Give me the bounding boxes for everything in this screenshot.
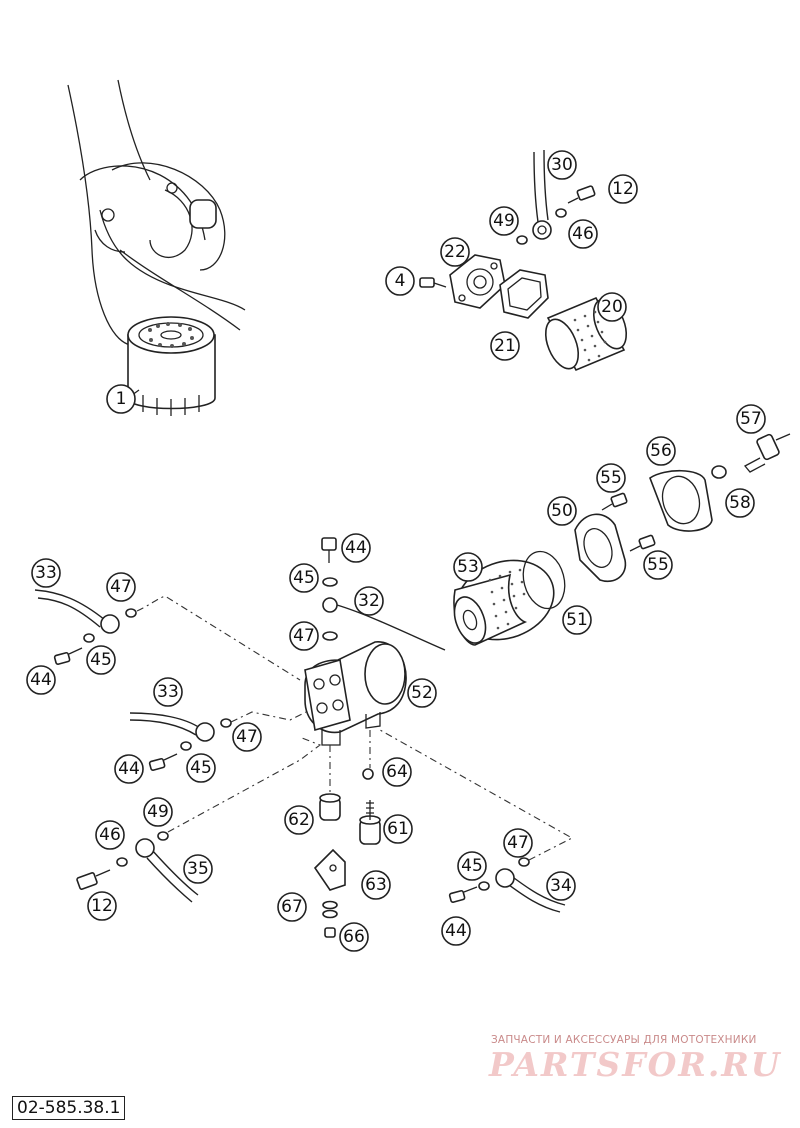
svg-text:64: 64 (386, 762, 408, 782)
svg-text:47: 47 (236, 727, 258, 747)
callout-62: 62 (284, 805, 314, 835)
svg-text:66: 66 (343, 927, 365, 947)
svg-text:44: 44 (118, 759, 140, 779)
svg-text:12: 12 (91, 896, 113, 916)
svg-text:33: 33 (157, 682, 179, 702)
svg-text:44: 44 (445, 921, 467, 941)
svg-text:34: 34 (550, 876, 572, 896)
assembly-lines (136, 595, 574, 861)
svg-text:33: 33 (35, 563, 57, 583)
callout-46-bottom: 46 (95, 820, 125, 850)
callout-44-top-left: 44 (26, 665, 56, 695)
oil-filter-part-1 (127, 316, 216, 416)
callout-44-middle: 44 (114, 754, 144, 784)
callout-47-center: 47 (289, 621, 319, 651)
watermark-tagline: ЗАПЧАСТИ И АКСЕССУАРЫ ДЛЯ МОТОТЕХНИКИ (491, 1034, 757, 1046)
svg-text:47: 47 (507, 833, 529, 853)
svg-text:56: 56 (650, 441, 672, 461)
callout-47-right: 47 (503, 828, 533, 858)
callout-66: 66 (339, 922, 369, 952)
callout-67: 67 (277, 892, 307, 922)
callout-61: 61 (383, 814, 413, 844)
callout-47-middle: 47 (232, 722, 262, 752)
callout-45-right: 45 (457, 851, 487, 881)
svg-text:1: 1 (116, 389, 127, 409)
svg-text:57: 57 (740, 409, 762, 429)
svg-text:55: 55 (647, 555, 669, 575)
svg-text:32: 32 (358, 591, 380, 611)
callout-35: 35 (183, 854, 213, 884)
watermark-logo: PARTSFOR.RU (489, 1045, 782, 1084)
mounting-hardware (313, 768, 381, 938)
callout-30: 30 (547, 150, 577, 180)
callout-4: 4 (385, 266, 415, 296)
svg-text:4: 4 (395, 271, 406, 291)
svg-text:49: 49 (493, 211, 515, 231)
svg-text:22: 22 (444, 242, 466, 262)
svg-text:45: 45 (461, 856, 483, 876)
callout-51: 51 (562, 605, 592, 635)
svg-text:47: 47 (110, 577, 132, 597)
callout-55-bottom: 55 (643, 550, 673, 580)
svg-text:30: 30 (551, 155, 573, 175)
callout-33-top: 33 (31, 558, 61, 588)
hoses-and-banjos (34, 589, 566, 913)
callout-12-top: 12 (608, 174, 638, 204)
svg-text:67: 67 (281, 897, 303, 917)
svg-text:62: 62 (288, 810, 310, 830)
callout-21: 21 (490, 331, 520, 361)
frame-engine-context (67, 79, 246, 346)
callout-45-top-left: 45 (86, 645, 116, 675)
callout-63: 63 (361, 870, 391, 900)
callout-55-top: 55 (596, 463, 626, 493)
svg-text:47: 47 (293, 626, 315, 646)
svg-text:44: 44 (345, 538, 367, 558)
oil-housing-part-52 (304, 537, 446, 746)
svg-text:49: 49 (147, 802, 169, 822)
callout-53: 53 (453, 552, 483, 582)
callout-46-top: 46 (568, 219, 598, 249)
svg-text:20: 20 (601, 297, 623, 317)
callout-57: 57 (736, 404, 766, 434)
callout-45-middle: 45 (186, 753, 216, 783)
callout-33-middle: 33 (153, 677, 183, 707)
callout-52: 52 (407, 678, 437, 708)
svg-text:45: 45 (293, 568, 315, 588)
svg-text:35: 35 (187, 859, 209, 879)
svg-text:55: 55 (600, 468, 622, 488)
callout-32: 32 (354, 586, 384, 616)
svg-text:52: 52 (411, 683, 433, 703)
svg-text:51: 51 (566, 610, 588, 630)
callout-1: 1 (106, 384, 136, 414)
svg-text:44: 44 (30, 670, 52, 690)
callout-44-top: 44 (341, 533, 371, 563)
callout-12-bottom: 12 (87, 891, 117, 921)
callout-34: 34 (546, 871, 576, 901)
callout-49-bottom: 49 (143, 797, 173, 827)
callout-56: 56 (646, 436, 676, 466)
callout-58: 58 (725, 488, 755, 518)
svg-text:53: 53 (457, 557, 479, 577)
callout-49-top: 49 (489, 206, 519, 236)
filter-housing-assembly (453, 433, 791, 646)
svg-text:61: 61 (387, 819, 409, 839)
svg-text:46: 46 (572, 224, 594, 244)
callout-45-top: 45 (289, 563, 319, 593)
callout-44-right: 44 (441, 916, 471, 946)
svg-text:45: 45 (190, 758, 212, 778)
callout-22: 22 (440, 237, 470, 267)
svg-text:21: 21 (494, 336, 516, 356)
svg-text:46: 46 (99, 825, 121, 845)
svg-text:63: 63 (365, 875, 387, 895)
svg-text:45: 45 (90, 650, 112, 670)
callout-64: 64 (382, 757, 412, 787)
svg-text:12: 12 (612, 179, 634, 199)
callout-20: 20 (597, 292, 627, 322)
callout-47-top-left: 47 (106, 572, 136, 602)
callout-50: 50 (547, 496, 577, 526)
svg-text:50: 50 (551, 501, 573, 521)
document-number: 02-585.38.1 (12, 1096, 126, 1120)
svg-text:58: 58 (729, 493, 751, 513)
